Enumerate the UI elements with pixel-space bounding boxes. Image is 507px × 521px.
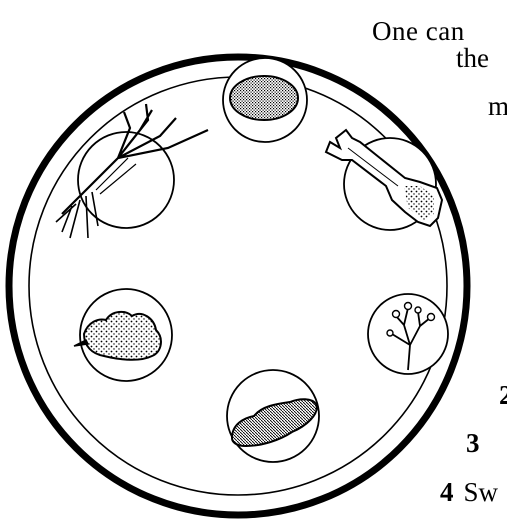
parsley-icon (368, 294, 448, 374)
horseradish-icon (74, 289, 172, 381)
shankbone-icon (326, 130, 442, 230)
egg-icon (223, 58, 307, 142)
charoset-icon (227, 370, 319, 462)
